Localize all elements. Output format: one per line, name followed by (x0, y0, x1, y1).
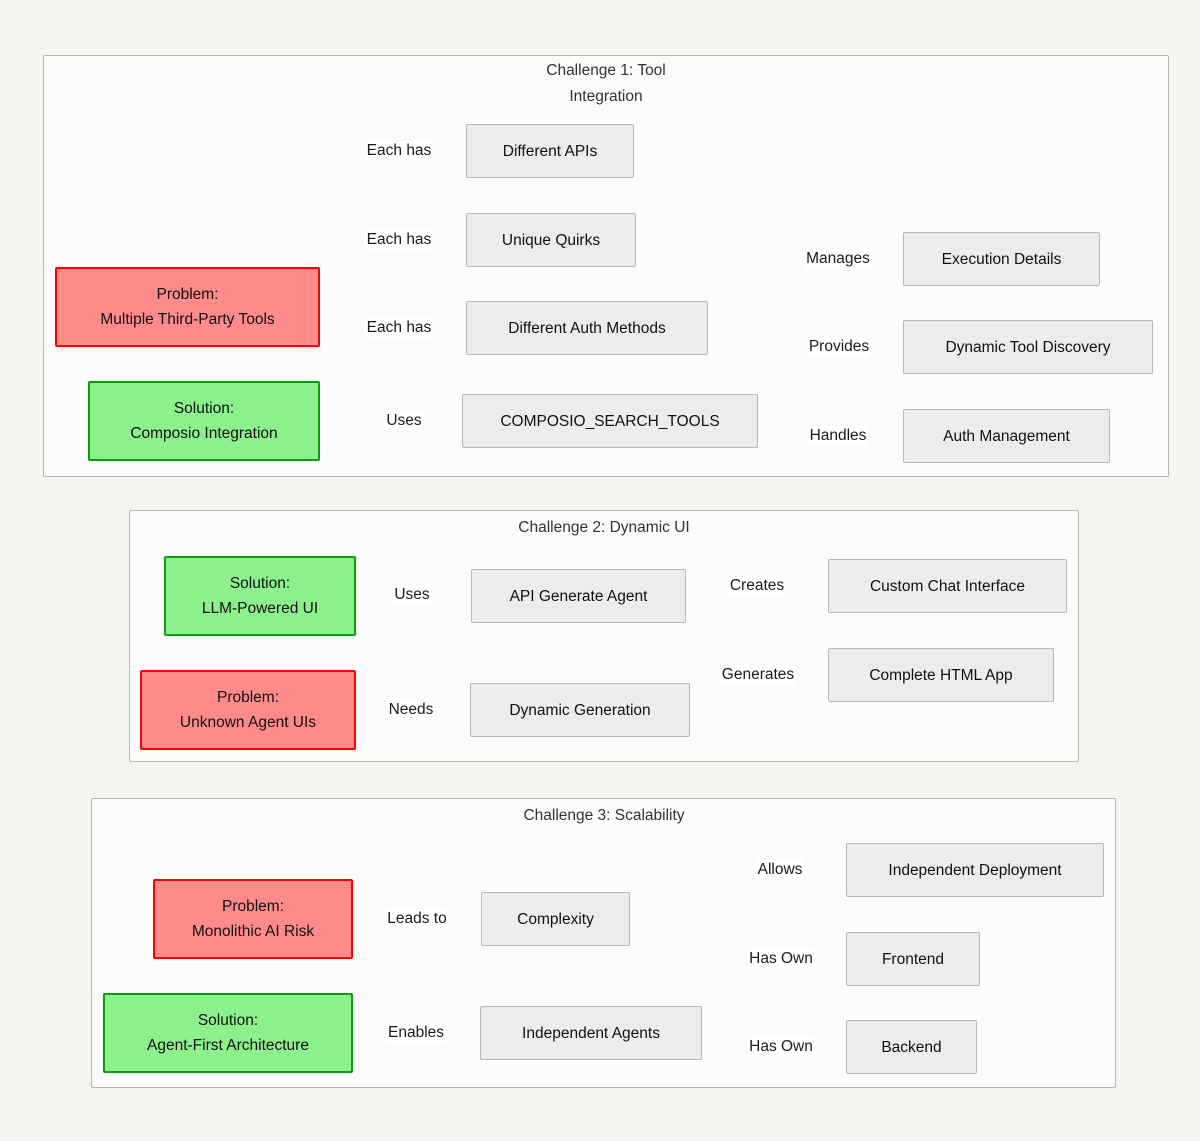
node-line-1: Complexity (517, 910, 594, 928)
node-c3-problem[interactable]: Problem: Monolithic AI Risk (153, 879, 353, 959)
node-line-1: Problem: (156, 286, 219, 303)
node-c2-api-generate-agent[interactable]: API Generate Agent (471, 569, 686, 623)
node-line-1: Execution Details (941, 250, 1062, 268)
edge-label-uses-2: Uses (393, 585, 431, 605)
edge-label-generates: Generates (720, 665, 796, 685)
node-line-1: Independent Deployment (888, 861, 1062, 879)
edge-label-creates: Creates (728, 576, 786, 596)
node-c1-composio-search-tools[interactable]: COMPOSIO_SEARCH_TOOLS (462, 394, 758, 448)
node-line-1: Auth Management (943, 427, 1070, 445)
node-c1-different-auth-methods[interactable]: Different Auth Methods (466, 301, 708, 355)
node-line-1: Backend (881, 1038, 942, 1056)
node-line-1: Custom Chat Interface (869, 577, 1026, 595)
node-c1-solution[interactable]: Solution: Composio Integration (88, 381, 320, 461)
node-line-2: Composio Integration (130, 425, 278, 442)
edge-label-needs: Needs (387, 700, 435, 720)
node-c1-unique-quirks[interactable]: Unique Quirks (466, 213, 636, 267)
node-c2-complete-html-app[interactable]: Complete HTML App (828, 648, 1054, 702)
node-line-2: Unknown Agent UIs (179, 714, 317, 731)
node-line-1: Dynamic Generation (509, 701, 651, 719)
node-c3-complexity[interactable]: Complexity (481, 892, 630, 946)
node-line-1: Complete HTML App (869, 666, 1013, 684)
node-c1-problem[interactable]: Problem: Multiple Third-Party Tools (55, 267, 320, 347)
node-line-2: LLM-Powered UI (201, 600, 319, 617)
node-line-1: API Generate Agent (509, 587, 648, 605)
node-c1-different-apis[interactable]: Different APIs (466, 124, 634, 178)
edge-label-has-own-2: Has Own (748, 1037, 814, 1057)
edge-label-enables: Enables (386, 1023, 446, 1043)
node-line-1: Solution: (229, 575, 291, 592)
node-line-2: Multiple Third-Party Tools (100, 311, 275, 328)
edge-label-each-has-1: Each has (365, 141, 433, 161)
edge-label-provides: Provides (807, 337, 871, 357)
edge-label-allows: Allows (756, 860, 804, 880)
node-line-1: Problem: (221, 898, 285, 915)
subgraph-challenge-3-title: Challenge 3: Scalability (523, 807, 685, 824)
node-line-1: Different Auth Methods (508, 319, 666, 337)
node-line-1: Frontend (881, 950, 945, 968)
subgraph-challenge-2-title: Challenge 2: Dynamic UI (518, 519, 690, 536)
node-line-1: Unique Quirks (501, 231, 601, 249)
node-line-1: Solution: (197, 1012, 259, 1029)
node-c2-solution[interactable]: Solution: LLM-Powered UI (164, 556, 356, 636)
edge-label-leads-to: Leads to (386, 909, 448, 929)
edge-label-each-has-2: Each has (365, 230, 433, 250)
node-line-1: COMPOSIO_SEARCH_TOOLS (500, 412, 720, 430)
node-line-1: Different APIs (502, 142, 598, 160)
node-c1-execution-details[interactable]: Execution Details (903, 232, 1100, 286)
node-c2-problem[interactable]: Problem: Unknown Agent UIs (140, 670, 356, 750)
edge-label-uses-1: Uses (385, 411, 423, 431)
node-c1-auth-management[interactable]: Auth Management (903, 409, 1110, 463)
edge-label-each-has-3: Each has (365, 318, 433, 338)
node-line-1: Solution: (173, 400, 235, 417)
node-line-1: Independent Agents (522, 1024, 660, 1042)
node-line-1: Dynamic Tool Discovery (945, 338, 1111, 356)
node-c1-dynamic-tool-discovery[interactable]: Dynamic Tool Discovery (903, 320, 1153, 374)
node-c2-dynamic-generation[interactable]: Dynamic Generation (470, 683, 690, 737)
node-c3-independent-agents[interactable]: Independent Agents (480, 1006, 702, 1060)
node-line-2: Monolithic AI Risk (191, 923, 315, 940)
node-c3-frontend[interactable]: Frontend (846, 932, 980, 986)
node-c3-backend[interactable]: Backend (846, 1020, 977, 1074)
node-c3-solution[interactable]: Solution: Agent-First Architecture (103, 993, 353, 1073)
edge-label-has-own-1: Has Own (748, 949, 814, 969)
node-line-1: Problem: (216, 689, 280, 706)
subgraph-challenge-1-title: Challenge 1: Tool Integration (546, 62, 666, 105)
node-line-2: Agent-First Architecture (147, 1037, 309, 1054)
node-c3-independent-deployment[interactable]: Independent Deployment (846, 843, 1104, 897)
edge-label-manages: Manages (805, 249, 871, 269)
edge-label-handles: Handles (808, 426, 868, 446)
node-c2-custom-chat-interface[interactable]: Custom Chat Interface (828, 559, 1067, 613)
